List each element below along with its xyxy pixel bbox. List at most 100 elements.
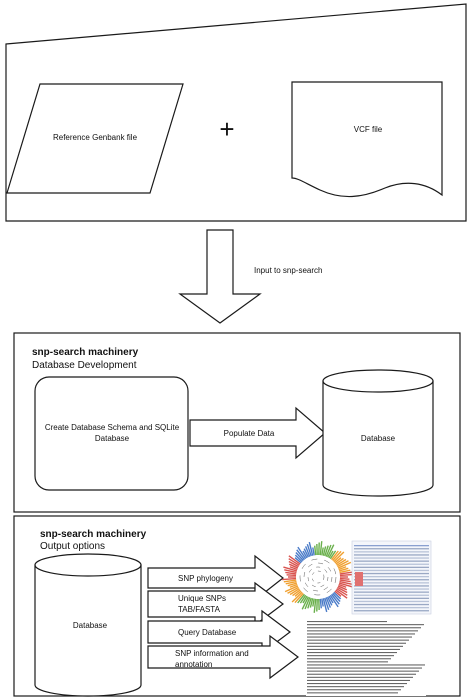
tree-leaf — [322, 546, 327, 556]
tree-leaf — [288, 555, 301, 565]
table-line — [354, 597, 429, 599]
tree-leaf — [308, 541, 314, 556]
tree-leaf — [333, 551, 345, 563]
annotation-line — [307, 670, 419, 672]
tree-leaf — [327, 544, 335, 558]
annotation-line — [307, 692, 398, 694]
populate-data-arrow — [189, 406, 326, 460]
tree-leaf — [325, 597, 332, 608]
table-line — [354, 554, 429, 556]
tree-leaf — [335, 589, 348, 599]
snp-info-line1: SNP information and — [175, 649, 249, 658]
annotation-line — [307, 627, 421, 629]
table-line — [354, 563, 429, 565]
tree-leaf — [327, 596, 333, 606]
annotation-line — [307, 630, 418, 632]
table-line — [354, 585, 429, 587]
table-line — [354, 579, 429, 581]
annotation-line — [307, 664, 425, 666]
tree-leaf — [312, 547, 315, 556]
tree-leaf — [289, 566, 298, 571]
tree-leaf — [302, 550, 308, 559]
annotation-line — [307, 658, 391, 660]
genbank-shape — [6, 83, 184, 194]
table-line — [354, 557, 429, 559]
tree-leaf — [321, 598, 324, 607]
tree-leaf — [288, 560, 299, 568]
snp-info-line2: annotation — [175, 660, 212, 669]
tree-leaf — [330, 550, 339, 561]
table-line — [354, 594, 429, 596]
tree-leaf — [282, 577, 297, 581]
unique-snps-line1: Unique SNPs — [178, 594, 226, 603]
tree-leaf — [304, 597, 311, 610]
tree-leaf — [338, 582, 353, 588]
annotation-line — [307, 689, 401, 691]
tree-branch — [303, 562, 333, 592]
db-dev-subtitle: Database Development — [32, 360, 137, 371]
tree-leaf — [309, 598, 314, 608]
tree-leaf — [294, 590, 302, 597]
snp-info-arrow — [147, 634, 299, 680]
annotation-line — [307, 633, 415, 635]
tree-leaf — [304, 546, 311, 557]
tree-leaf — [332, 550, 342, 562]
tree-leaf — [338, 567, 349, 572]
annotation-line — [307, 652, 397, 654]
tree-leaf — [313, 598, 317, 613]
tree-leaf — [288, 563, 299, 569]
annotation-line — [307, 642, 406, 644]
tree-leaf — [285, 580, 297, 585]
tree-leaf — [287, 582, 298, 587]
tree-leaf — [322, 598, 328, 613]
db-dev-database-cylinder — [322, 369, 434, 497]
output-database-label: Database — [73, 621, 108, 630]
annotation-text-thumbnail — [306, 618, 426, 696]
table-line — [354, 600, 429, 603]
tree-leaf — [338, 566, 347, 571]
tree-leaf — [337, 561, 352, 569]
table-line — [354, 548, 429, 550]
tree-leaf — [334, 590, 342, 597]
output-option-2: Unique SNPs TAB/FASTA — [147, 581, 284, 627]
tree-leaf — [295, 552, 304, 562]
table-line — [354, 572, 429, 575]
table-line — [354, 591, 429, 593]
tree-leaf — [319, 598, 322, 609]
plus-sign: + — [219, 114, 234, 144]
table-line — [354, 576, 429, 578]
annotation-line — [307, 639, 409, 641]
table-line — [354, 545, 429, 547]
tree-leaf — [325, 544, 332, 557]
tree-leaf — [292, 589, 301, 597]
tree-leaf — [336, 588, 348, 596]
table-line — [354, 551, 429, 553]
snp-phylogeny-label: SNP phylogeny — [178, 574, 233, 583]
output-subtitle: Output options — [40, 541, 105, 552]
tree-leaf — [296, 549, 306, 561]
tree-leaf — [329, 550, 337, 560]
db-dev-title: snp-search machinery — [32, 347, 139, 358]
tree-branch — [307, 566, 329, 588]
tree-leaf — [312, 598, 315, 607]
tree-leaf — [337, 560, 349, 568]
table-line — [354, 588, 429, 590]
tree-leaf — [314, 545, 317, 556]
tree-leaf — [283, 566, 298, 572]
tree-leaf — [289, 583, 298, 588]
tree-leaf — [332, 592, 341, 602]
tree-leaf — [335, 557, 344, 565]
unique-snps-line2: TAB/FASTA — [178, 605, 221, 614]
tree-leaf — [329, 594, 339, 608]
table-highlight — [355, 572, 363, 586]
tree-leaf — [306, 543, 312, 557]
tree-leaf — [328, 550, 334, 559]
tree-leaf — [294, 554, 303, 563]
tree-leaf — [285, 571, 297, 575]
tree-leaf — [337, 585, 348, 591]
query-database-label: Query Database — [178, 628, 237, 637]
table-thumbnail — [351, 540, 432, 615]
input-down-arrow — [178, 229, 262, 324]
tree-branch — [299, 558, 337, 596]
